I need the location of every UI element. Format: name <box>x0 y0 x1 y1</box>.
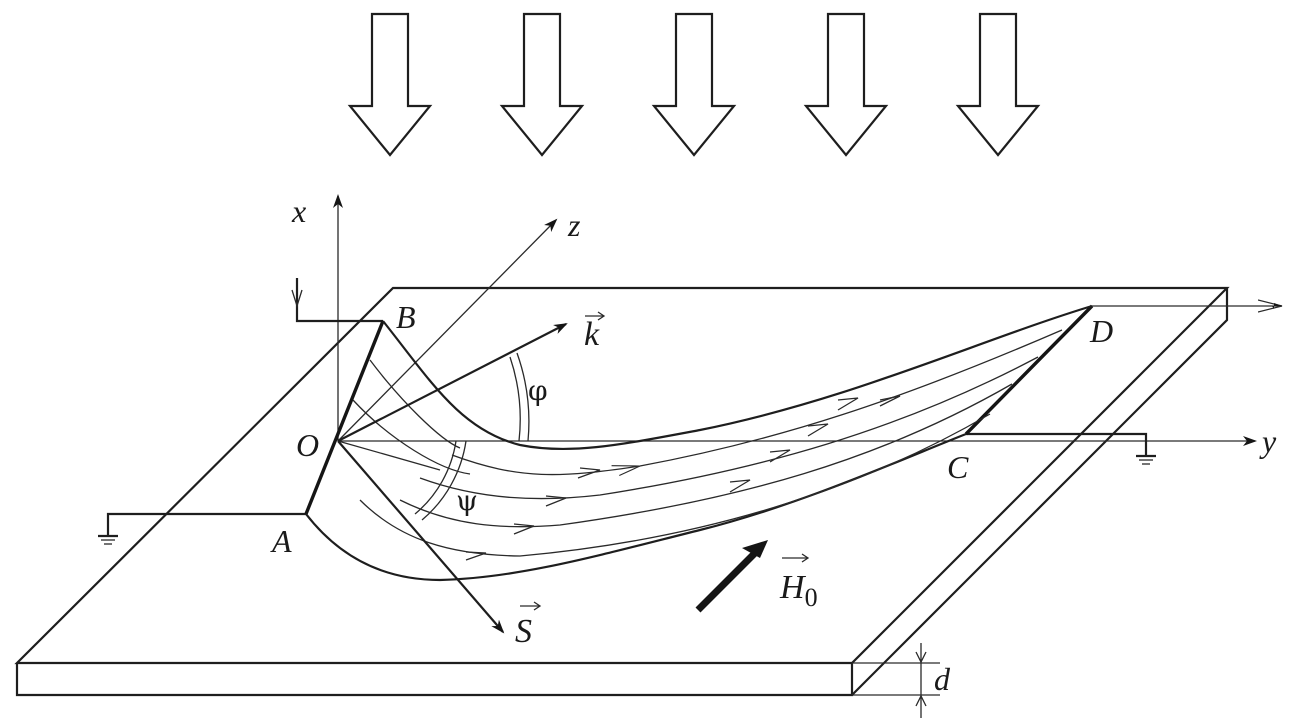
ground-icon <box>1136 454 1156 465</box>
output-transducer <box>964 304 1094 436</box>
y-axis-label: y <box>1259 423 1277 459</box>
k-vector-label: k <box>584 316 600 353</box>
vectors: k S H0 <box>337 311 818 650</box>
transducers <box>304 304 1094 515</box>
angles: φ ψ <box>414 352 548 521</box>
incident-arrow-icon <box>499 12 585 157</box>
h0-vector <box>695 545 763 613</box>
incident-arrows <box>347 12 1041 157</box>
point-c-label: C <box>947 449 969 485</box>
input-transducer <box>304 320 385 515</box>
s-vector-label: S <box>515 613 532 650</box>
point-d-label: D <box>1089 313 1113 349</box>
incident-arrow-icon <box>803 12 889 157</box>
wiring <box>98 278 1282 545</box>
h0-vector-label: H0 <box>779 569 818 612</box>
beam <box>305 304 1093 582</box>
incident-arrow-icon <box>651 12 737 157</box>
psi-label: ψ <box>456 484 478 517</box>
point-labels: O A B C D <box>270 299 1113 559</box>
incident-arrow-icon <box>955 12 1041 157</box>
point-b-label: B <box>396 299 416 335</box>
thickness-label: d <box>934 661 951 697</box>
k-vector <box>337 323 568 442</box>
point-a-label: A <box>270 523 292 559</box>
thickness-dimension: d <box>852 643 951 718</box>
z-axis-label: z <box>567 207 581 243</box>
s-vector <box>337 440 505 634</box>
x-axis-label: x <box>291 193 306 229</box>
z-axis <box>337 218 558 442</box>
phi-label: φ <box>528 374 548 407</box>
ground-icon <box>98 534 118 545</box>
axes: x z y <box>291 193 1277 459</box>
incident-arrow-icon <box>347 12 433 157</box>
origin-label: O <box>296 427 319 463</box>
